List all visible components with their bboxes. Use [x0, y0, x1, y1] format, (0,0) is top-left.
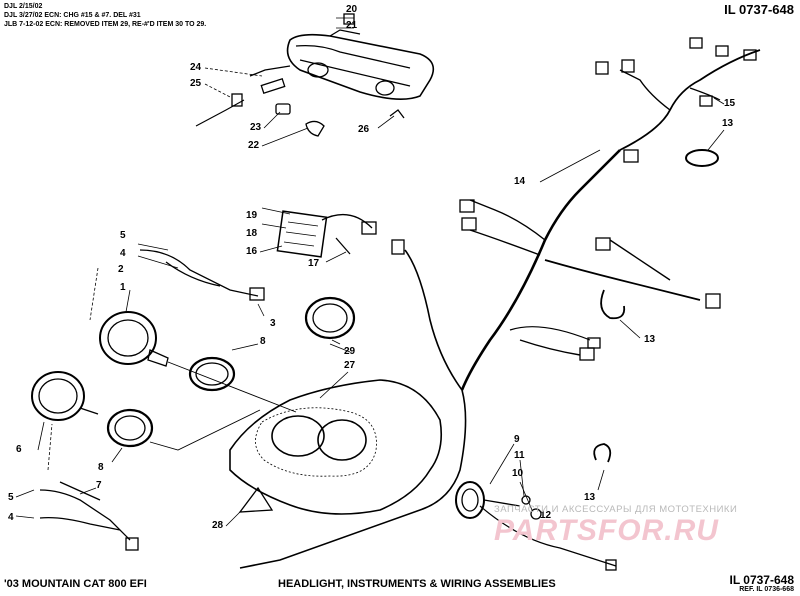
callout-18: 18	[246, 228, 258, 239]
callout-20: 20	[346, 4, 358, 15]
callout-7: 7	[96, 480, 102, 491]
callout-12: 12	[540, 510, 552, 521]
callout-16: 16	[246, 246, 258, 257]
callout-8-upper: 8	[260, 336, 266, 347]
callout-8-lower: 8	[98, 462, 104, 473]
callout-26: 26	[358, 124, 370, 135]
callout-11: 11	[514, 450, 525, 461]
callout-13-top: 13	[722, 118, 734, 129]
callout-13-middle: 13	[644, 334, 656, 345]
callout-17: 17	[308, 258, 320, 269]
callout-4-upper: 4	[120, 248, 126, 259]
callout-9: 9	[514, 434, 520, 445]
callout-28: 28	[212, 520, 224, 531]
revision-notes: DJL 2/15/02 DJL 3/27/02 ECN: CHG #15 & #…	[4, 2, 206, 29]
revision-note: DJL 2/15/02	[4, 3, 43, 10]
callout-4-lower: 4	[8, 512, 14, 523]
revision-note: DJL 3/27/02 ECN: CHG #15 & #7. DEL #31	[4, 12, 141, 19]
callout-27: 27	[344, 360, 356, 371]
callout-21: 21	[346, 20, 358, 31]
callout-13-lower: 13	[584, 492, 596, 503]
headlight-assembly	[286, 29, 435, 100]
callout-5-upper: 5	[120, 230, 126, 241]
callout-25: 25	[190, 78, 202, 89]
callout-5-lower: 5	[8, 492, 14, 503]
drawing-number: IL 0737-648	[724, 2, 794, 17]
callout-15: 15	[724, 98, 736, 109]
watermark-text: ЗАПЧАСТИ И АКСЕССУАРЫ ДЛЯ МОТОТЕХНИКИ	[494, 504, 738, 515]
model-label: '03 MOUNTAIN CAT 800 EFI	[4, 578, 147, 590]
callout-2: 2	[118, 264, 124, 275]
callout-19: 19	[246, 210, 258, 221]
callout-29: 29	[344, 346, 356, 357]
diagram-title: HEADLIGHT, INSTRUMENTS & WIRING ASSEMBLI…	[278, 578, 556, 590]
reference-number: REF. IL 0736-668	[739, 586, 794, 593]
callout-3: 3	[270, 318, 276, 329]
watermark-logo: PARTSFOR.RU	[494, 514, 719, 547]
revision-note: JLB 7-12-02 ECN: REMOVED ITEM 29, RE-#'D…	[4, 21, 207, 28]
callout-24: 24	[190, 62, 202, 73]
callout-1: 1	[120, 282, 126, 293]
callout-10: 10	[512, 468, 524, 479]
callout-22: 22	[248, 140, 260, 151]
drawing-number-bottom: IL 0737-648	[729, 573, 795, 587]
callout-23: 23	[250, 122, 262, 133]
callout-14: 14	[514, 176, 526, 187]
callout-6: 6	[16, 444, 22, 455]
